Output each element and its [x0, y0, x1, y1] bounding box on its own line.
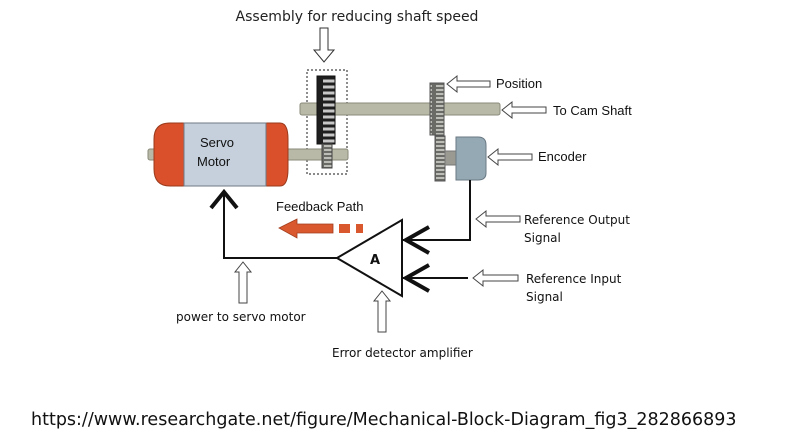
ref-input-chevron-icon: [401, 263, 430, 293]
power-to-servo-label: power to servo motor: [176, 310, 306, 324]
servo-motor-label-1: Servo: [200, 135, 234, 150]
encoder-label: Encoder: [538, 149, 587, 164]
encoder-shaft: [444, 150, 458, 166]
to-cam-shaft-arrow-icon: [501, 100, 547, 120]
servo-motor-body: [183, 122, 267, 187]
motor-input-chevron-icon: [209, 188, 239, 210]
to-cam-shaft-label: To Cam Shaft: [553, 103, 632, 118]
reference-input-arrow-icon: [472, 268, 519, 288]
feedback-path-label: Feedback Path: [276, 199, 363, 214]
position-arrow-icon: [446, 74, 491, 94]
motor-left-cap: [153, 122, 186, 187]
encoder-arrow-icon: [487, 147, 533, 167]
amplifier-symbol: A: [370, 253, 380, 268]
pinion-gear: [321, 143, 333, 169]
reference-input-label-1: Reference Input: [526, 272, 622, 286]
error-detector-label: Error detector amplifier: [332, 346, 473, 360]
feedback-dash-1: [339, 224, 350, 233]
reference-output-label-1: Reference Output: [524, 213, 630, 227]
output-shaft: [299, 102, 501, 116]
encoder-gear: [434, 135, 446, 182]
encoder-body: [455, 136, 487, 181]
assembly-title: Assembly for reducing shaft speed: [236, 9, 479, 25]
position-label: Position: [496, 76, 542, 91]
source-url: https://www.researchgate.net/figure/Mech…: [31, 410, 737, 430]
reduction-assembly-box: [306, 69, 348, 175]
motor-right-cap: [264, 122, 289, 187]
error-amplifier: [335, 218, 403, 298]
large-reduction-gear: [316, 75, 336, 145]
reference-output-label-2: Signal: [524, 231, 561, 245]
power-wire: [223, 190, 337, 259]
encoder-signal-wire: [402, 180, 471, 241]
position-gear: [429, 82, 445, 136]
feedback-dash-2: [356, 224, 363, 233]
ref-output-chevron-icon: [401, 225, 430, 255]
reference-input-label-2: Signal: [526, 290, 563, 304]
assembly-arrow-icon: [312, 27, 336, 63]
reference-output-arrow-icon: [475, 209, 521, 229]
servo-motor-label-2: Motor: [197, 154, 231, 169]
power-arrow-icon: [233, 261, 253, 304]
error-detector-arrow-icon: [372, 290, 392, 333]
feedback-arrow-icon: [278, 218, 334, 239]
